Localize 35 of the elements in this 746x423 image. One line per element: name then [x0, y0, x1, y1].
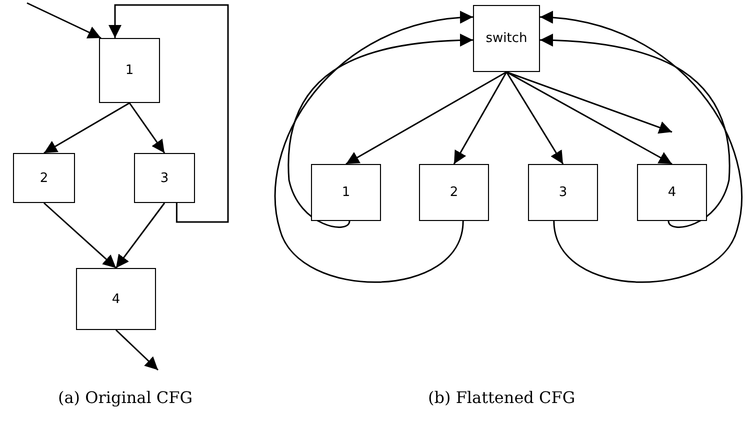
box-label: 4	[668, 185, 676, 200]
arrow	[540, 34, 730, 228]
arrow	[108, 4, 229, 223]
process-box	[76, 268, 156, 330]
process-box	[473, 5, 540, 72]
box-label: 4	[112, 292, 120, 306]
box-label: 2	[40, 170, 48, 186]
caption: (b) Flattened CFG	[428, 388, 576, 407]
process-box	[311, 164, 381, 221]
box-label: 1	[342, 185, 350, 200]
arrow	[44, 202, 116, 269]
box-label: switch	[486, 31, 528, 46]
arrow	[506, 71, 672, 165]
arrow	[274, 12, 474, 283]
arrow	[346, 71, 507, 165]
arrow	[128, 102, 166, 154]
process-box	[419, 164, 489, 221]
process-box	[134, 153, 195, 203]
box-label: 3	[558, 185, 568, 200]
arrow	[453, 72, 508, 164]
arrow	[506, 71, 672, 134]
caption: (a) Original CFG	[58, 388, 193, 407]
process-box	[13, 153, 75, 203]
box-label: 1	[125, 63, 134, 78]
box-label: 2	[450, 185, 458, 200]
arrow	[115, 202, 166, 268]
process-box	[528, 164, 598, 221]
box-label: 3	[160, 170, 169, 186]
process-box	[99, 38, 160, 103]
arrow	[26, 2, 102, 39]
arrow	[506, 72, 564, 164]
arrow	[115, 329, 159, 371]
process-box	[637, 164, 707, 221]
arrow	[540, 12, 742, 283]
arrow	[44, 102, 130, 154]
